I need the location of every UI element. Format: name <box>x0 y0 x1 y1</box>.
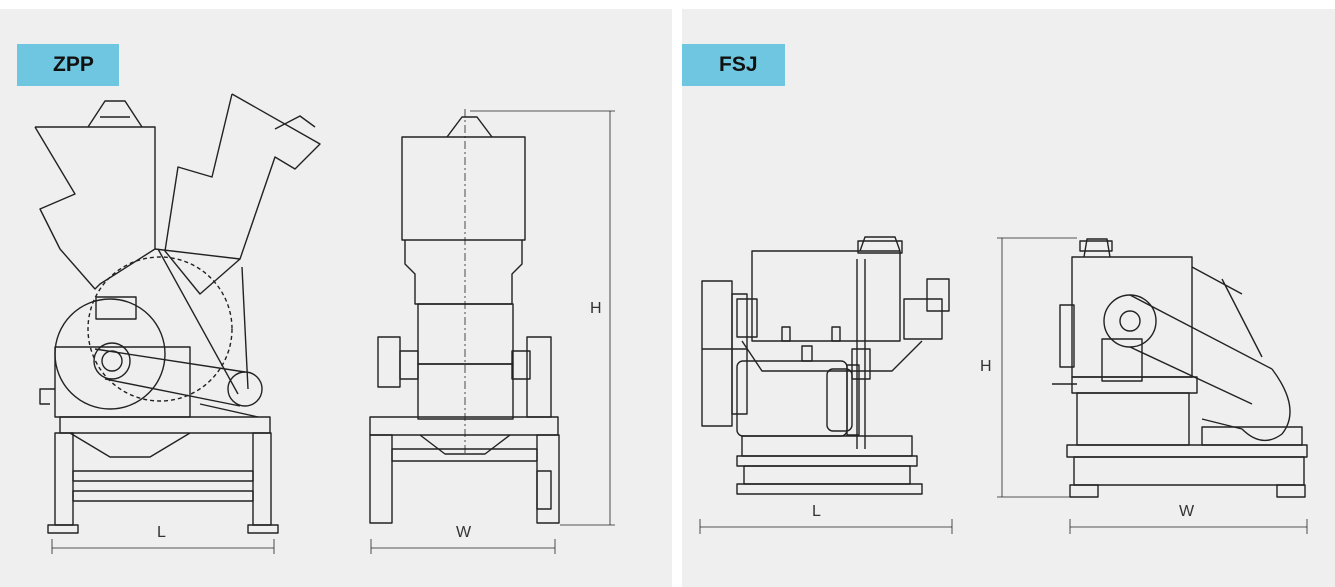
fsj-height-label: H <box>980 358 992 375</box>
zpp-width-label: W <box>456 524 472 541</box>
zpp-drawings: L W H <box>34 93 615 554</box>
fsj-front-view <box>1052 238 1308 498</box>
zpp-length-label: L <box>157 524 166 541</box>
model-tag-zpp: ZPP <box>17 44 119 86</box>
fsj-width-label: W <box>1179 503 1195 520</box>
fsj-panel: FSJ <box>682 9 1335 587</box>
zpp-height-label: H <box>590 300 602 317</box>
fsj-drawings: L W H <box>699 236 1308 534</box>
fsj-side-view <box>701 236 950 495</box>
model-tag-fsj: FSJ <box>682 44 785 86</box>
zpp-front-view <box>369 109 560 524</box>
fsj-length-label: L <box>812 503 821 520</box>
zpp-panel: ZPP <box>0 9 672 587</box>
zpp-side-view <box>34 93 321 534</box>
